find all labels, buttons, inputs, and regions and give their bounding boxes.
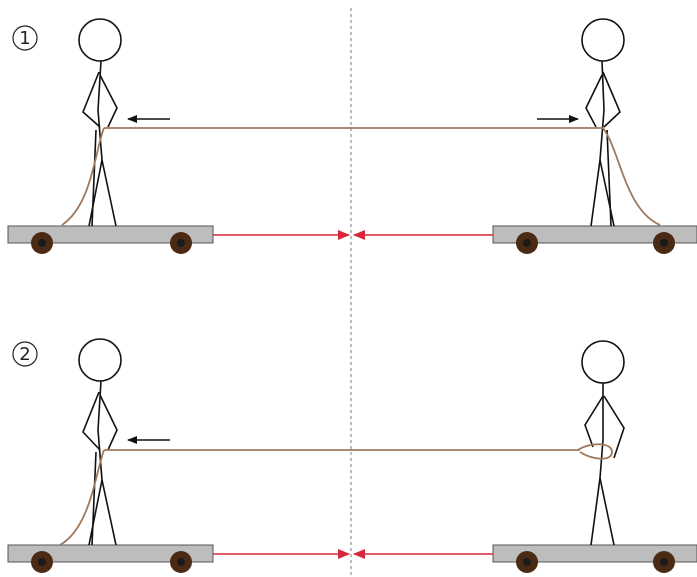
right-person xyxy=(582,19,624,226)
wheel xyxy=(31,232,53,254)
panel-number-2: 2 xyxy=(13,342,37,366)
wheel xyxy=(170,551,192,573)
wheel xyxy=(516,232,538,254)
right-person xyxy=(582,341,624,545)
wheel xyxy=(31,551,53,573)
left-cart xyxy=(8,545,213,573)
panel-number-1: 1 xyxy=(13,26,37,50)
right-cart xyxy=(493,226,697,254)
left-cart xyxy=(8,226,213,254)
wheel xyxy=(170,232,192,254)
svg-text:1: 1 xyxy=(19,28,30,49)
right-cart xyxy=(493,545,697,573)
rope xyxy=(60,444,612,545)
wheel xyxy=(653,232,675,254)
wheel xyxy=(516,551,538,573)
svg-text:2: 2 xyxy=(19,344,30,365)
rope xyxy=(62,128,660,225)
panel-2: 2 xyxy=(8,339,697,573)
wheel xyxy=(653,551,675,573)
panel-1: 1 xyxy=(8,19,697,254)
